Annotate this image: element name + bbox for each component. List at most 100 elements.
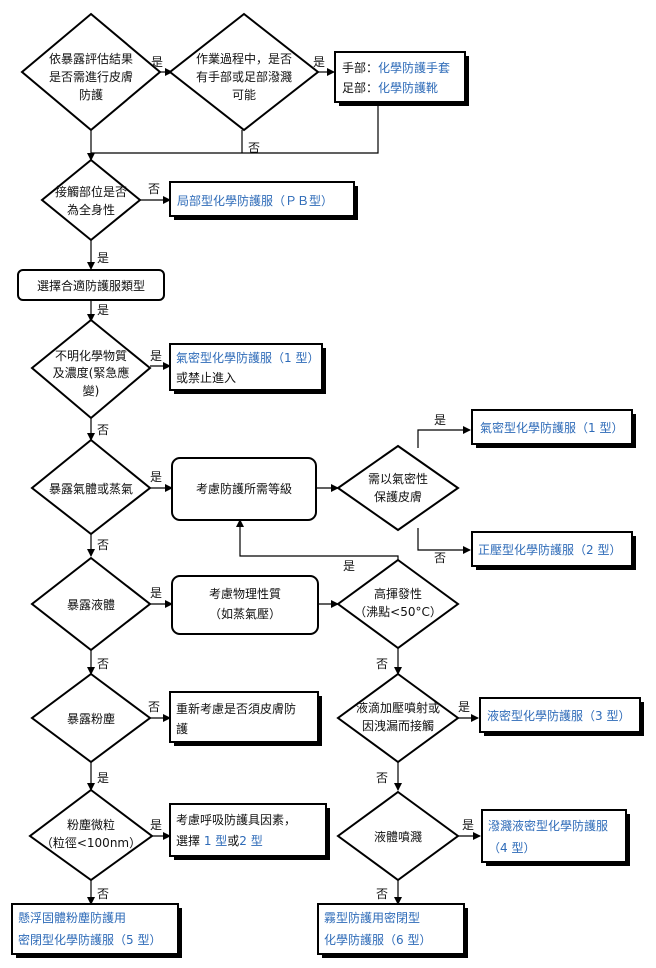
box-text: 重新考慮是否須皮膚防	[176, 701, 296, 716]
box-text: （4 型）	[488, 841, 535, 855]
box-type2-positive-pressure: 正壓型化學防護服（2 型）	[471, 531, 636, 570]
label-yes: 是	[150, 818, 162, 832]
label-no: 否	[248, 141, 260, 155]
label-yes: 是	[343, 559, 355, 573]
label-yes: 是	[97, 303, 109, 317]
label-no: 否	[97, 423, 109, 437]
decision-d9: 暴露粉塵	[30, 672, 152, 764]
resp-type2: 2 型	[239, 834, 262, 848]
box-text: 足部：化學防護靴	[342, 80, 438, 95]
box-hand-foot-ppe: 手部：化學防護手套 足部：化學防護靴	[334, 51, 469, 106]
decision-text: 作業過程中，是否	[196, 51, 292, 66]
decision-text: 是否需進行皮膚	[49, 69, 133, 84]
decision-text: 保護皮膚	[374, 489, 422, 504]
label-no: 否	[376, 657, 388, 671]
label-yes: 是	[150, 470, 162, 484]
decision-text: 及濃度(緊急應	[53, 365, 130, 380]
decision-text: 接觸部位是否	[55, 184, 127, 199]
box-reconsider: 重新考慮是否須皮膚防 護	[169, 691, 322, 746]
decision-d1: 依暴露評估結果 是否需進行皮膚 防護	[20, 12, 162, 132]
edge-d6-type1	[417, 426, 471, 448]
box-type1-no-entry: 氣密型化學防護服（1 型） 或禁止進入	[169, 343, 326, 394]
box-text: 或禁止進入	[176, 371, 236, 385]
label-no: 否	[97, 538, 109, 552]
box-text: 密閉型化學防護服（5 型）	[18, 932, 161, 947]
box-text: 潑濺液密型化學防護服	[488, 818, 608, 833]
box-text: 考慮呼吸防護具因素，	[176, 812, 296, 827]
decision-text: 暴露液體	[67, 597, 115, 612]
decision-d4: 不明化學物質 及濃度(緊急應 變)	[30, 318, 152, 420]
box-text: 考慮物理性質	[209, 586, 281, 601]
decision-text: 因洩漏而接觸	[362, 718, 434, 733]
decision-text: 粉塵微粒	[67, 817, 115, 832]
box-text: 霧型防護用密閉型	[324, 910, 420, 925]
box-type-pb: 局部型化學防護服（ＰＢ型）	[169, 181, 358, 220]
box-text: 選擇 1 型或2 型	[176, 833, 263, 848]
label-no: 否	[97, 657, 109, 671]
label-yes: 是	[97, 771, 109, 785]
box-protection-level: 考慮防護所需等級	[171, 457, 317, 521]
decision-d10: 液滴加壓噴射或 因洩漏而接觸	[336, 672, 460, 764]
decision-d8: 高揮發性 （沸點<50°C）	[336, 558, 460, 650]
box-respiratory: 考慮呼吸防護具因素， 選擇 1 型或2 型	[169, 803, 330, 860]
prefix-hands: 手部：	[342, 60, 378, 75]
decision-d6: 需以氣密性 保護皮膚	[336, 444, 460, 532]
edge-d8-level	[236, 519, 399, 560]
box-text: 正壓型化學防護服（2 型）	[478, 542, 621, 557]
label-no: 否	[97, 887, 109, 901]
decision-text: 需以氣密性	[368, 471, 428, 486]
decision-d5: 暴露氣體或蒸氣	[30, 438, 152, 536]
decision-text: 暴露粉塵	[67, 711, 115, 726]
decision-text: 變)	[83, 383, 100, 398]
decision-text: 可能	[232, 88, 256, 102]
decision-text: 高揮發性	[374, 586, 422, 601]
box-text: 懸浮固體粉塵防護用	[18, 910, 126, 925]
decision-d3: 接觸部位是否 為全身性	[40, 158, 142, 242]
label-yes: 是	[151, 55, 163, 69]
label-yes: 是	[313, 55, 325, 69]
box-type3-liquid-tight: 液密型化學防護服（3 型）	[479, 697, 644, 736]
label-no: 否	[148, 700, 160, 714]
label-no: 否	[376, 771, 388, 785]
resp-pre: 選擇	[176, 833, 204, 848]
decision-text: （粒徑<100nm）	[41, 835, 141, 850]
prefix-feet: 足部：	[342, 80, 378, 95]
label-yes: 是	[150, 349, 162, 363]
label-no: 否	[148, 182, 160, 196]
decision-text: 防護	[79, 87, 103, 102]
box-text: 液密型化學防護服（3 型）	[487, 708, 630, 723]
gloves-label: 化學防護手套	[378, 60, 450, 75]
decision-text: 暴露氣體或蒸氣	[49, 482, 133, 496]
box-physical-properties: 考慮物理性質 （如蒸氣壓）	[171, 575, 319, 635]
decision-text: 有手部或足部潑濺	[196, 69, 292, 84]
decision-text: 依暴露評估結果	[49, 51, 133, 66]
label-yes: 是	[462, 818, 474, 832]
label-yes: 是	[458, 700, 470, 714]
label-yes: 是	[150, 586, 162, 600]
label-yes: 是	[434, 413, 446, 427]
decision-text: 不明化學物質	[55, 348, 127, 363]
box-text: 氣密型化學防護服（1 型）	[480, 420, 623, 435]
box-type1-gastight: 氣密型化學防護服（1 型）	[471, 409, 636, 448]
box-text: 選擇合適防護服類型	[37, 278, 145, 293]
decision-text: 液體噴濺	[374, 829, 422, 844]
label-no: 否	[376, 887, 388, 901]
box-text: 手部：化學防護手套	[342, 60, 450, 75]
connectors	[87, 68, 481, 905]
boots-label: 化學防護靴	[378, 80, 438, 95]
decision-d12: 液體噴濺	[336, 790, 460, 882]
edge-d6-type2	[417, 528, 471, 554]
box-text: 護	[176, 721, 188, 736]
decision-d7: 暴露液體	[30, 556, 152, 652]
label-no: 否	[434, 551, 446, 565]
edge-ppe-merge	[91, 103, 379, 154]
resp-or: 或	[227, 834, 239, 848]
box-text: （如蒸氣壓）	[209, 606, 281, 621]
box-type4-spray-tight: 潑濺液密型化學防護服 （4 型）	[481, 809, 630, 866]
box-text: 局部型化學防護服（ＰＢ型）	[177, 193, 333, 208]
box-select-suit-type: 選擇合適防護服類型	[17, 269, 165, 301]
decision-d2: 作業過程中，是否 有手部或足部潑濺 可能	[168, 12, 320, 132]
label-yes: 是	[97, 251, 109, 265]
